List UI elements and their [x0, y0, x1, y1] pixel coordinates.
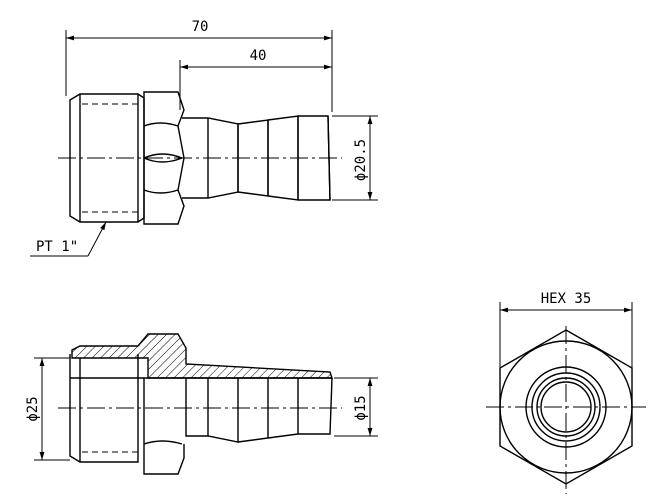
- thread-label: PT 1": [36, 239, 78, 255]
- barb-length-label: 40: [250, 48, 267, 64]
- dimension-overall-length: [65, 30, 333, 112]
- barb-diameter-label: ϕ20.5: [353, 139, 369, 181]
- dimension-thread-diameter: [34, 357, 70, 461]
- overall-length-label: 70: [192, 19, 209, 35]
- thread-diameter-label: ϕ25: [25, 396, 41, 421]
- bore-diameter-label: ϕ15: [353, 395, 369, 420]
- dimension-bore-diameter: [334, 377, 378, 437]
- thread-leader: [30, 221, 107, 257]
- dimension-barb-length: [179, 60, 332, 110]
- dimension-barb-diameter: [332, 115, 378, 201]
- section-view: [69, 333, 333, 475]
- hex-size-label: HEX 35: [541, 291, 592, 307]
- end-view-center-lines: [486, 326, 646, 494]
- dimension-hex: [499, 302, 633, 368]
